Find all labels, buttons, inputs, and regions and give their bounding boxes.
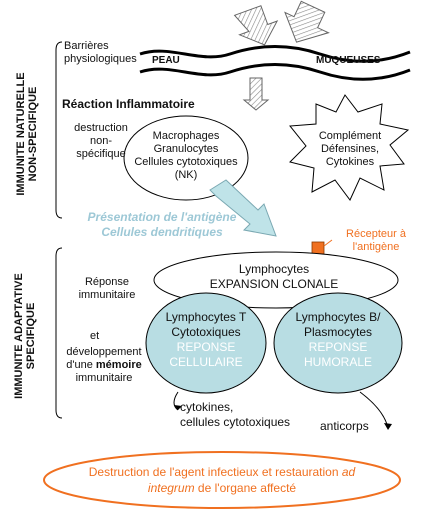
lymphocytes-t-ellipse — [145, 292, 267, 394]
adaptive-bracket — [55, 247, 63, 419]
t-output-arrowhead — [174, 405, 182, 410]
developpement-line2: d'une mémoire — [62, 359, 146, 372]
complement-line1: Complément — [318, 130, 382, 142]
presentation-text: Présentation de l'antigène Cellules dend… — [64, 210, 260, 240]
adaptive-vertical-label: IMMUNITE ADAPTATIVE SPECIFIQUE — [13, 261, 37, 411]
cytokines-line2: cellules cytotoxiques — [180, 415, 291, 429]
destruction-line1: destruction — [74, 122, 128, 134]
developpement-text: développement d'une mémoire immunitaire — [62, 346, 146, 385]
b-resp1: REPONSE — [308, 340, 368, 354]
innate-label-line1: IMMUNITE NATURELLE — [15, 72, 27, 196]
presentation-line1: Présentation de l'antigène — [87, 210, 237, 224]
t-cells-text: Lymphocytes T Cytotoxiques REPONSE CELLU… — [148, 310, 264, 370]
t-resp2: CELLULAIRE — [169, 355, 243, 369]
presentation-line2: Cellules dendritiques — [101, 225, 223, 239]
reponse-immunitaire: Réponse immunitaire — [72, 276, 142, 302]
result-line2-b: de l'organe affecté — [194, 481, 297, 495]
barrieres-line1: Barrières — [64, 40, 109, 52]
result-line1-b: ad — [341, 465, 356, 479]
complement-line3: Cytokines — [325, 156, 375, 168]
cells-cytotoxiques: Cellules cytotoxiques — [134, 156, 238, 168]
b-line2: Plasmocytes — [303, 325, 373, 339]
result-line1-a: Destruction de l'agent infectieux et res… — [88, 465, 342, 479]
b-resp2: HUMORALE — [303, 355, 372, 369]
innate-cells-circle — [123, 115, 249, 201]
b-cells-text: Lymphocytes B/ Plasmocytes REPONSE HUMOR… — [276, 310, 400, 370]
recepteur-text: Récepteur à l'antigène — [336, 228, 416, 254]
receptor-square — [311, 241, 325, 255]
adaptive-label-line2: SPECIFIQUE — [25, 302, 37, 370]
result-line1: Destruction de l'agent infectieux et res… — [50, 464, 394, 480]
peau-label: PEAU — [152, 55, 180, 66]
barrier-wave-bottom — [139, 63, 411, 81]
result-text: Destruction de l'agent infectieux et res… — [50, 464, 394, 496]
adaptive-label-line1: IMMUNITE ADAPTATIVE — [13, 273, 25, 399]
t-line1: Lymphocytes T — [165, 310, 247, 324]
b-line1: Lymphocytes B/ — [295, 310, 381, 324]
muqueuses-label: MUQUEUSES — [316, 55, 381, 66]
complement-line2: Défensines, — [320, 143, 380, 155]
innate-vertical-label: IMMUNITE NATURELLE NON-SPECIFIQUE — [15, 59, 39, 209]
reponse-line2: immunitaire — [78, 289, 136, 301]
recepteur-line2: l'antigène — [352, 241, 400, 253]
barrieres-line2: physiologiques — [64, 53, 137, 65]
cytokines-text: cytokines, cellules cytotoxiques — [180, 400, 290, 430]
t-line2: Cytotoxiques — [171, 325, 241, 339]
cytokines-line1: cytokines, — [180, 400, 234, 414]
developpement-line1: développement — [66, 346, 142, 358]
destruction-line3: spécifique — [76, 148, 126, 160]
innate-label-line2: NON-SPECIFIQUE — [27, 86, 39, 182]
innate-cells-text: Macrophages Granulocytes Cellules cytoto… — [126, 130, 246, 182]
cells-macrophages: Macrophages — [152, 130, 220, 142]
result-ellipse — [43, 451, 401, 509]
developpement-line3: immunitaire — [75, 372, 133, 384]
lymphocytes-line1: Lymphocytes — [238, 262, 310, 276]
result-line2: integrum de l'organe affecté — [50, 480, 394, 496]
hatched-arrow-right — [284, 0, 330, 43]
hatched-arrow-left — [233, 5, 279, 46]
presentation-arrow — [209, 179, 277, 237]
complement-text: Complément Défensines, Cytokines — [306, 130, 394, 169]
lymphocytes-text: Lymphocytes EXPANSION CLONALE — [174, 262, 374, 292]
t-output-arrow — [173, 391, 179, 411]
reponse-line1: Réponse — [84, 276, 130, 288]
result-line2-a: integrum — [147, 481, 195, 495]
innate-bracket — [55, 41, 63, 219]
destruction-line2: non- — [89, 135, 113, 147]
receptor-pointer — [323, 239, 333, 247]
lymphocytes-b-ellipse — [273, 292, 403, 394]
cells-granulocytes: Granulocytes — [153, 143, 219, 155]
destruction-label: destruction non- spécifique — [64, 122, 138, 161]
cells-nk: (NK) — [174, 169, 198, 181]
lymphocytes-line2: EXPANSION CLONALE — [209, 277, 339, 291]
barrier-wave-top — [139, 45, 411, 63]
developpement-line2-a: d'une — [66, 359, 96, 371]
reaction-inflammatoire: Réaction Inflammatoire — [62, 97, 195, 111]
barrieres-label: Barrières physiologiques — [64, 40, 137, 66]
b-output-arrowhead — [384, 423, 392, 430]
et-label: et — [90, 330, 100, 342]
developpement-memoire: mémoire — [95, 359, 142, 371]
anticorps-text: anticorps — [320, 419, 369, 433]
recepteur-line1: Récepteur à — [346, 228, 406, 240]
t-resp1: REPONSE — [176, 340, 236, 354]
complement-burst — [289, 94, 410, 201]
hatched-arrow-down — [242, 77, 270, 111]
